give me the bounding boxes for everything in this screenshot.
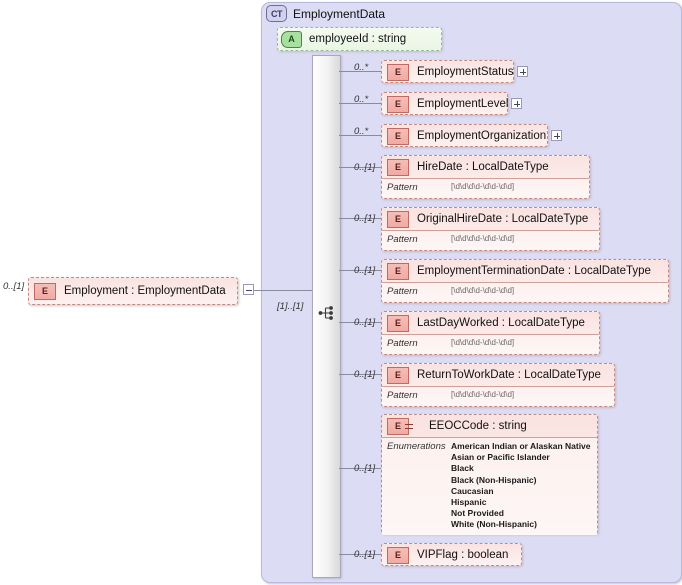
element-name: OriginalHireDate : LocalDateType	[417, 213, 589, 225]
element-originalhiredate[interactable]: E OriginalHireDate : LocalDateType Patte…	[381, 207, 600, 251]
element-badge: E	[34, 282, 56, 300]
element-employmentstatus[interactable]: E EmploymentStatus	[381, 60, 514, 83]
expand-toggle-employmentorganization[interactable]	[551, 130, 562, 141]
facet-value: [\d\d\d\d-\d\d-\d\d]	[451, 390, 515, 399]
enum-item: American Indian or Alaskan Native	[451, 441, 591, 451]
sequence-icon[interactable]	[318, 305, 334, 321]
cardinality-employmentstatus: 0..*	[354, 62, 369, 73]
element-name: VIPFlag : boolean	[417, 549, 509, 561]
element-badge-enum-wrap: E	[387, 417, 409, 435]
connector-4	[339, 167, 381, 168]
enum-item: Caucasian	[451, 485, 494, 496]
expand-toggle-employmentlevel[interactable]	[511, 98, 522, 109]
enum-item: Asian or Pacific Islander	[451, 452, 550, 463]
facet-value: [\d\d\d\d-\d\d-\d\d]	[451, 234, 515, 243]
element-badge: E	[387, 95, 409, 113]
cardinality-returntoworkdate: 0..[1]	[354, 369, 376, 380]
element-badge: E	[387, 63, 409, 81]
attribute-employeeid[interactable]: A employeeId : string	[277, 27, 442, 51]
connector-7	[339, 322, 381, 323]
element-name: EmploymentLevel	[417, 98, 509, 110]
cardinality-employmentterminationdate: 0..[1]	[354, 265, 376, 276]
attribute-badge: A	[281, 30, 302, 48]
root-element-label: Employment : EmploymentData	[64, 285, 226, 297]
connector-root-to-sequence	[254, 290, 312, 291]
connector-5	[339, 218, 381, 219]
cardinality-eeoccode: 0..[1]	[354, 463, 376, 474]
attribute-label: employeeId : string	[309, 33, 407, 45]
expand-toggle-employmentstatus[interactable]	[517, 66, 528, 77]
facet-label: Pattern	[387, 182, 418, 193]
element-badge: E	[387, 314, 409, 332]
element-hiredate[interactable]: E HireDate : LocalDateType Pattern [\d\d…	[381, 155, 590, 199]
cardinality-employmentlevel: 0..*	[354, 94, 369, 105]
element-name: EmploymentStatus	[417, 66, 514, 78]
facet-pattern: Pattern [\d\d\d\d-\d\d-\d\d]	[382, 334, 599, 353]
root-element-employment[interactable]: E Employment : EmploymentData	[28, 277, 238, 305]
complextype-header: CT EmploymentData	[266, 5, 385, 22]
root-cardinality: 0..[1]	[3, 281, 25, 292]
facet-value: [\d\d\d\d-\d\d-\d\d]	[451, 338, 515, 347]
element-lastdayworked[interactable]: E LastDayWorked : LocalDateType Pattern …	[381, 311, 600, 355]
element-name: HireDate : LocalDateType	[417, 161, 549, 173]
cardinality-originalhiredate: 0..[1]	[354, 213, 376, 224]
element-badge: E	[387, 366, 409, 384]
complextype-title: EmploymentData	[293, 6, 386, 21]
enum-item: Black (Non-Hispanic)	[451, 474, 537, 485]
element-badge: E	[387, 210, 409, 228]
connector-9	[339, 468, 381, 469]
enumeration-list: American Indian or Alaskan Native Asian …	[451, 441, 591, 531]
facet-label: Pattern	[387, 338, 418, 349]
element-employmentlevel[interactable]: E EmploymentLevel	[381, 92, 508, 115]
facet-label: Pattern	[387, 234, 418, 245]
facet-label: Pattern	[387, 286, 418, 297]
facet-value: [\d\d\d\d-\d\d-\d\d]	[451, 182, 515, 191]
cardinality-vipflag: 0..[1]	[354, 549, 376, 560]
element-badge: E	[387, 546, 409, 564]
element-name: EmploymentOrganization	[417, 130, 547, 142]
connector-10	[339, 554, 381, 555]
enum-item: Black	[451, 463, 474, 474]
facet-pattern: Pattern [\d\d\d\d-\d\d-\d\d]	[382, 386, 614, 405]
enum-item: Not Provided	[451, 508, 504, 519]
element-badge: E	[387, 262, 409, 280]
element-name: ReturnToWorkDate : LocalDateType	[417, 369, 601, 381]
sequence-cardinality: [1]..[1]	[277, 301, 304, 312]
element-badge: E	[387, 417, 409, 435]
connector-2	[339, 103, 381, 104]
facet-label: Pattern	[387, 390, 418, 401]
connector-1	[339, 71, 381, 72]
cardinality-lastdayworked: 0..[1]	[354, 317, 376, 328]
facet-pattern: Pattern [\d\d\d\d-\d\d-\d\d]	[382, 282, 668, 301]
element-returntoworkdate[interactable]: E ReturnToWorkDate : LocalDateType Patte…	[381, 363, 615, 407]
element-badge: E	[387, 127, 409, 145]
element-badge: E	[387, 158, 409, 176]
enum-item: Hispanic	[451, 497, 487, 508]
facet-pattern: Pattern [\d\d\d\d-\d\d-\d\d]	[382, 230, 599, 249]
collapse-toggle-root[interactable]	[243, 284, 254, 295]
enum-item: White (Non-Hispanic)	[451, 519, 537, 530]
connector-8	[339, 374, 381, 375]
element-name: EmploymentTerminationDate : LocalDateTyp…	[417, 265, 651, 277]
element-employmentterminationdate[interactable]: E EmploymentTerminationDate : LocalDateT…	[381, 259, 669, 303]
facet-value: [\d\d\d\d-\d\d-\d\d]	[451, 286, 515, 295]
cardinality-hiredate: 0..[1]	[354, 162, 376, 173]
complextype-badge: CT	[266, 5, 287, 22]
element-vipflag[interactable]: E VIPFlag : boolean	[381, 543, 522, 566]
connector-3	[339, 135, 381, 136]
element-employmentorganization[interactable]: E EmploymentOrganization	[381, 124, 548, 147]
connector-6	[339, 270, 381, 271]
facet-label: Enumerations	[387, 441, 446, 452]
cardinality-employmentorganization: 0..*	[354, 126, 369, 137]
element-name: LastDayWorked : LocalDateType	[417, 317, 585, 329]
element-eeoccode[interactable]: E EEOCCode : string Enumerations America…	[381, 414, 598, 535]
facet-enumerations: Enumerations American Indian or Alaskan …	[382, 437, 597, 535]
sequence-bar	[312, 55, 341, 578]
facet-pattern: Pattern [\d\d\d\d-\d\d-\d\d]	[382, 178, 589, 197]
element-name: EEOCCode : string	[429, 420, 527, 432]
